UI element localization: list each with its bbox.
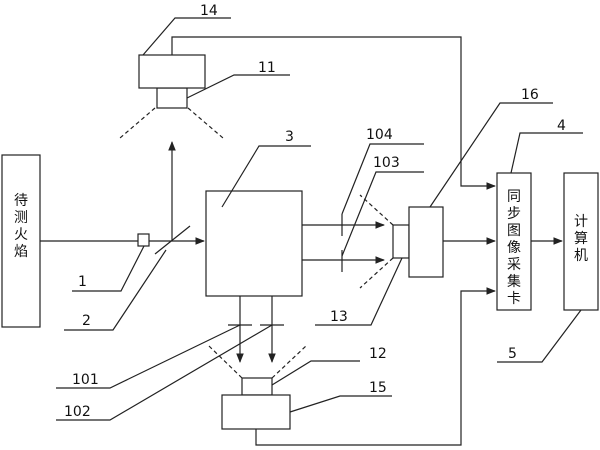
leader-14 [142, 17, 231, 56]
top-lens-fov-left [119, 107, 156, 139]
leader-13 [315, 257, 403, 326]
leader-103 [341, 171, 424, 257]
leader-3 [221, 145, 311, 208]
top-camera-14 [138, 54, 206, 89]
top-lens-11 [156, 87, 188, 109]
leader-1 [72, 245, 145, 292]
bottom-lens-12 [241, 377, 273, 396]
label-13: 13 [330, 309, 348, 325]
right-lens-13 [392, 224, 410, 259]
label-3: 3 [285, 129, 294, 145]
component-1-lens [137, 233, 150, 247]
flame-block [1, 154, 41, 328]
bottom-camera-15 [221, 394, 291, 430]
leader-102 [56, 324, 273, 421]
leader-12 [271, 360, 360, 386]
leader-2 [64, 249, 167, 331]
label-103: 103 [373, 155, 400, 171]
bottom-lens-fov-left [208, 345, 243, 379]
label-2: 2 [82, 313, 91, 329]
signal-15-to-card [255, 287, 496, 446]
label-5: 5 [508, 346, 517, 362]
leader-101 [56, 324, 241, 389]
signal-14-to-card [171, 36, 496, 190]
top-lens-fov-right [187, 107, 224, 139]
label-11: 11 [258, 60, 276, 76]
label-4: 4 [557, 118, 566, 134]
label-16: 16 [521, 87, 539, 103]
leader-11 [186, 74, 290, 99]
leader-5 [497, 309, 582, 363]
right-camera-16 [408, 206, 444, 278]
leader-16 [429, 102, 553, 208]
capture-card-4 [496, 172, 532, 311]
bottom-lens-fov-right [271, 345, 307, 379]
flame-label: 待测火焰 [14, 193, 28, 260]
label-101: 101 [72, 372, 99, 388]
label-12: 12 [369, 346, 387, 362]
capture-card-label: 同步图像采集卡 [507, 189, 521, 307]
leader-4 [510, 132, 583, 174]
prism-block-3 [205, 190, 303, 297]
computer-label: 计算机 [574, 214, 588, 264]
label-104: 104 [366, 127, 393, 143]
leader-104 [341, 143, 424, 215]
label-1: 1 [78, 274, 87, 290]
label-102: 102 [64, 404, 91, 420]
label-14: 14 [200, 3, 218, 19]
leader-15 [289, 395, 392, 413]
right-lens-fov-bottom [359, 257, 394, 289]
label-15: 15 [369, 380, 387, 396]
right-lens-fov-top [359, 194, 394, 226]
